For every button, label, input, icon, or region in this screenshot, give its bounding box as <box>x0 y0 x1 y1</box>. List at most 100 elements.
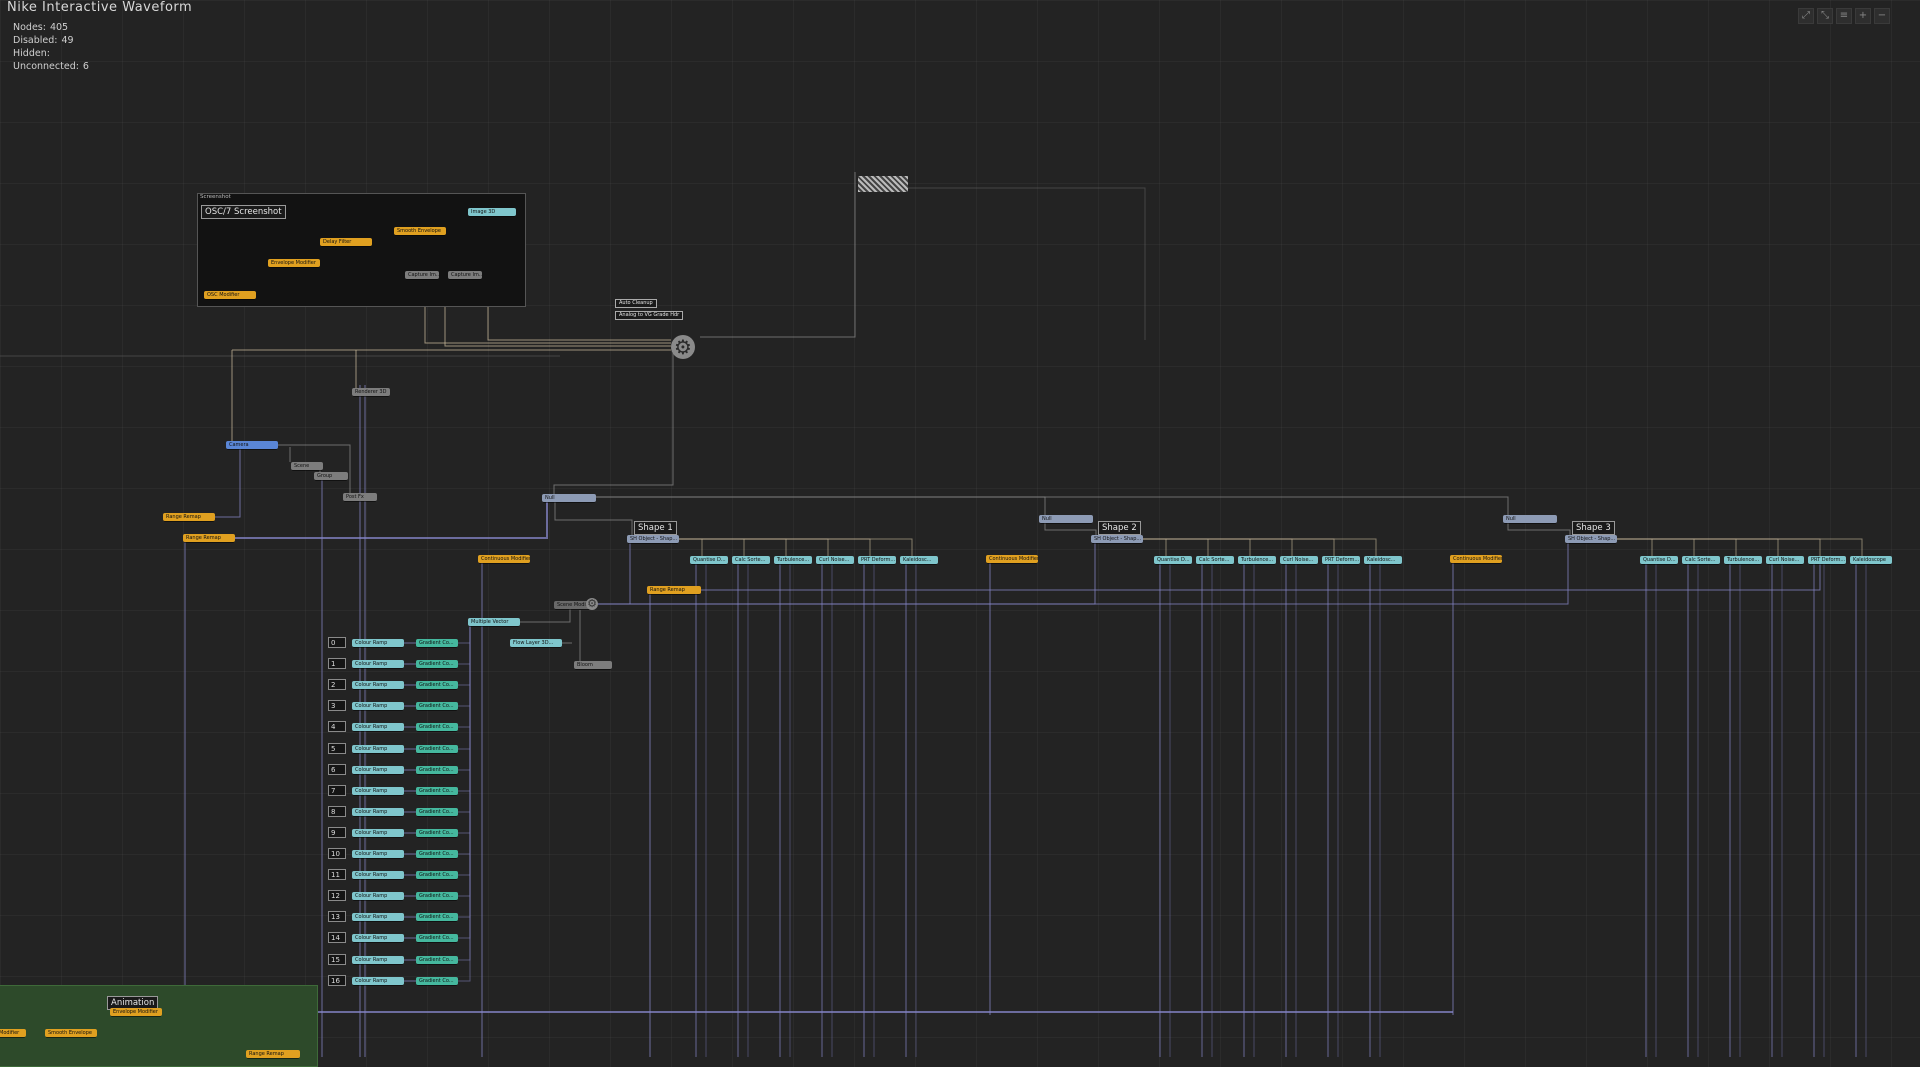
gradient-node[interactable]: Gradient Co... <box>416 702 458 710</box>
gradient-node[interactable]: Gradient Co... <box>416 892 458 900</box>
gradient-node[interactable]: Gradient Co... <box>416 723 458 731</box>
zoom-out-icon[interactable]: − <box>1874 8 1890 24</box>
hatched-node[interactable] <box>858 176 908 192</box>
gradient-node[interactable]: Gradient Co... <box>416 660 458 668</box>
gradient-node[interactable]: Gradient Co... <box>416 977 458 985</box>
shape3-child-3[interactable]: Turbulence... <box>1724 556 1762 564</box>
shape-1-comment[interactable]: Shape 1 <box>634 521 677 535</box>
gear-icon[interactable]: ⚙ <box>671 335 695 359</box>
smooth-envelope-anim-node[interactable]: Smooth Envelope <box>45 1029 97 1037</box>
gradient-node[interactable]: Gradient Co... <box>416 956 458 964</box>
colour-ramp-node[interactable]: Colour Ramp <box>352 787 404 795</box>
shape1-child-6[interactable]: Kaleidosc... <box>900 556 938 564</box>
note-analog[interactable]: Analog to VG Grade Hdr <box>615 311 684 320</box>
shape3-child-4[interactable]: Curl Noise... <box>1766 556 1804 564</box>
shape2-child-6[interactable]: Kaleidosc... <box>1364 556 1402 564</box>
wire <box>1611 538 1863 556</box>
scene-node[interactable]: Scene <box>291 462 323 470</box>
modifier-anim-node[interactable]: Modifier <box>0 1029 26 1037</box>
gradient-node[interactable]: Gradient Co... <box>416 913 458 921</box>
shape3-child-5[interactable]: PRT Deform... <box>1808 556 1846 564</box>
zoom-in-icon[interactable]: + <box>1855 8 1871 24</box>
continuous-modifier-node-1[interactable]: Continuous Modifier <box>478 555 530 563</box>
gradient-node[interactable]: Gradient Co... <box>416 745 458 753</box>
gradient-node[interactable]: Gradient Co... <box>416 871 458 879</box>
camera-node[interactable]: Camera <box>226 441 278 449</box>
gradient-node[interactable]: Gradient Co... <box>416 787 458 795</box>
shape3-child-1[interactable]: Quantise D... <box>1640 556 1678 564</box>
shape1-child-2[interactable]: Calc Sorte... <box>732 556 770 564</box>
colour-ramp-node[interactable]: Colour Ramp <box>352 745 404 753</box>
colour-ramp-node[interactable]: Colour Ramp <box>352 766 404 774</box>
shape1-child-1[interactable]: Quantise D... <box>690 556 728 564</box>
continuous-modifier-node-3[interactable]: Continuous Modifier <box>1450 555 1502 563</box>
image-3d-node[interactable]: Image 3D <box>468 208 516 216</box>
gradient-node[interactable]: Gradient Co... <box>416 681 458 689</box>
expand-icon[interactable]: ⤡ <box>1817 8 1833 24</box>
shape3-child-6[interactable]: Kaleidoscope <box>1850 556 1892 564</box>
envelope-modifier-node[interactable]: Envelope Modifier <box>268 259 320 267</box>
post-fx-node[interactable]: Post Fx <box>343 493 377 501</box>
flow-layer-node[interactable]: Flow Layer 3D... <box>510 639 562 647</box>
range-remap-node-2[interactable]: Range Remap <box>183 534 235 542</box>
colour-ramp-node[interactable]: Colour Ramp <box>352 723 404 731</box>
shape1-child-4[interactable]: Curl Noise... <box>816 556 854 564</box>
sh-object-node-2[interactable]: SH Object - Shap... <box>1091 535 1143 543</box>
fit-view-icon[interactable]: ⤢ <box>1798 8 1814 24</box>
bloom-node[interactable]: Bloom <box>574 661 612 669</box>
wire <box>673 538 829 556</box>
osc-modifier-node[interactable]: OSC Modifier <box>204 291 256 299</box>
gradient-node[interactable]: Gradient Co... <box>416 639 458 647</box>
shape-3-comment[interactable]: Shape 3 <box>1572 521 1615 535</box>
colour-ramp-node[interactable]: Colour Ramp <box>352 871 404 879</box>
renderer-node[interactable]: Renderer 3D <box>352 388 390 396</box>
note-auto-cleanup[interactable]: Auto Cleanup <box>615 299 657 308</box>
shape2-child-3[interactable]: Turbulence... <box>1238 556 1276 564</box>
delay-filter-node[interactable]: Delay Filter <box>320 238 372 246</box>
shape2-child-2[interactable]: Calc Sorte... <box>1196 556 1234 564</box>
colour-ramp-node[interactable]: Colour Ramp <box>352 977 404 985</box>
colour-ramp-node[interactable]: Colour Ramp <box>352 892 404 900</box>
envelope-modifier-anim-node[interactable]: Envelope Modifier <box>110 1008 162 1016</box>
gradient-node[interactable]: Gradient Co... <box>416 850 458 858</box>
continuous-modifier-node-2[interactable]: Continuous Modifier <box>986 555 1038 563</box>
cog-icon[interactable]: ⚙ <box>586 597 598 610</box>
multiple-vector-node[interactable]: Multiple Vector <box>468 618 520 626</box>
colour-ramp-node[interactable]: Colour Ramp <box>352 702 404 710</box>
colour-ramp-node[interactable]: Colour Ramp <box>352 913 404 921</box>
colour-ramp-node[interactable]: Colour Ramp <box>352 850 404 858</box>
sh-object-node-1[interactable]: SH Object - Shap... <box>627 535 679 543</box>
scene-modifier-node[interactable]: Scene Modifier <box>554 601 594 609</box>
gradient-node[interactable]: Gradient Co... <box>416 934 458 942</box>
colour-ramp-node[interactable]: Colour Ramp <box>352 934 404 942</box>
shape2-child-5[interactable]: PRT Deform... <box>1322 556 1360 564</box>
colour-ramp-node[interactable]: Colour Ramp <box>352 681 404 689</box>
shape2-child-1[interactable]: Quantise D... <box>1154 556 1192 564</box>
colour-ramp-node[interactable]: Colour Ramp <box>352 639 404 647</box>
colour-ramp-node[interactable]: Colour Ramp <box>352 956 404 964</box>
sh-object-node-3[interactable]: SH Object - Shap... <box>1565 535 1617 543</box>
colour-ramp-node[interactable]: Colour Ramp <box>352 829 404 837</box>
gradient-node[interactable]: Gradient Co... <box>416 829 458 837</box>
null-node-2[interactable]: Null <box>1039 515 1093 523</box>
range-remap-node-1[interactable]: Range Remap <box>163 513 215 521</box>
range-remap-node-3[interactable]: Range Remap <box>647 586 701 594</box>
null-node-3[interactable]: Null <box>1503 515 1557 523</box>
capture-node-2[interactable]: Capture Im... <box>448 271 482 279</box>
null-node-1[interactable]: Null <box>542 494 596 502</box>
gradient-node[interactable]: Gradient Co... <box>416 766 458 774</box>
shape1-child-5[interactable]: PRT Deform... <box>858 556 896 564</box>
group-node[interactable]: Group <box>314 472 348 480</box>
shape2-child-4[interactable]: Curl Noise... <box>1280 556 1318 564</box>
smooth-envelope-node[interactable]: Smooth Envelope <box>394 227 446 235</box>
range-remap-node-4[interactable]: Range Remap <box>246 1050 300 1058</box>
capture-node-1[interactable]: Capture Im... <box>405 271 439 279</box>
shape3-child-2[interactable]: Calc Sorte... <box>1682 556 1720 564</box>
shape1-child-3[interactable]: Turbulence... <box>774 556 812 564</box>
screenshot-comment[interactable]: OSC/7 Screenshot <box>201 205 286 219</box>
gradient-node[interactable]: Gradient Co... <box>416 808 458 816</box>
colour-ramp-node[interactable]: Colour Ramp <box>352 808 404 816</box>
list-icon[interactable]: ≡ <box>1836 8 1852 24</box>
colour-ramp-node[interactable]: Colour Ramp <box>352 660 404 668</box>
shape-2-comment[interactable]: Shape 2 <box>1098 521 1141 535</box>
